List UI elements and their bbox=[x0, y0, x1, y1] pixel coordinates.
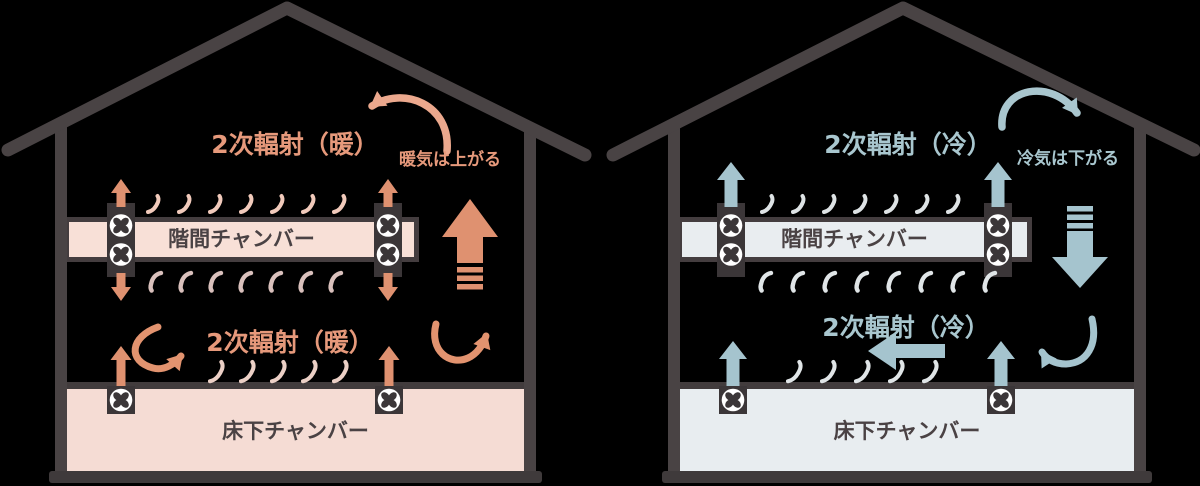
up-arrow-icon bbox=[378, 179, 398, 207]
striped-down-arrow-icon bbox=[1052, 206, 1108, 288]
cool-interfloor-chamber-label: 階間チャンバー bbox=[781, 227, 928, 251]
airflow-curl-row bbox=[146, 194, 347, 214]
fan-icon bbox=[987, 386, 1015, 414]
curved-arrow-icon bbox=[998, 87, 1086, 131]
airflow-curl-row bbox=[151, 273, 341, 291]
cool-underfloor-chamber-label: 床下チャンバー bbox=[833, 419, 981, 443]
cool-house bbox=[606, 1, 1200, 483]
warm-air-note: 暖気は上がる bbox=[399, 150, 501, 170]
cool-mid-radiation-label: 2次輻射（冷） bbox=[822, 313, 990, 342]
cool-upper-radiation-label: 2次輻射（冷） bbox=[824, 130, 992, 159]
warm-upper-radiation-label: 2次輻射（暖） bbox=[211, 130, 379, 159]
curved-arrow-icon bbox=[364, 91, 451, 155]
roof bbox=[606, 1, 1200, 162]
up-arrow-icon bbox=[719, 341, 747, 386]
airflow-curl-row bbox=[760, 194, 961, 214]
warm-underfloor-chamber-label: 床下チャンバー bbox=[222, 419, 369, 443]
underfloor-chamber-area bbox=[680, 389, 1134, 472]
down-arrow-icon bbox=[111, 273, 131, 301]
underfloor-chamber-area bbox=[67, 389, 524, 472]
airflow-curl-row bbox=[210, 362, 347, 381]
down-arrow-icon bbox=[378, 273, 398, 301]
striped-up-arrow-icon bbox=[442, 199, 498, 290]
up-arrow-icon bbox=[987, 341, 1015, 386]
fan-icon bbox=[375, 386, 403, 414]
cool-air-note: 冷気は下がる bbox=[1017, 149, 1119, 169]
fan-icon bbox=[719, 386, 747, 414]
up-arrow-icon bbox=[111, 179, 131, 207]
fan-icon bbox=[107, 386, 135, 414]
warm-mid-radiation-label: 2次輻射（暖） bbox=[206, 328, 374, 357]
warm-house bbox=[1, 1, 592, 483]
base-slab bbox=[662, 471, 1152, 483]
curved-arrow-icon bbox=[131, 323, 190, 373]
airflow-curl-row bbox=[788, 362, 937, 381]
warm-interfloor-chamber-label: 階間チャンバー bbox=[168, 227, 315, 251]
up-arrow-icon bbox=[717, 162, 745, 207]
curved-arrow-icon bbox=[431, 320, 496, 364]
roof bbox=[1, 1, 592, 162]
airflow-curl-row bbox=[761, 273, 995, 291]
up-arrow-icon bbox=[110, 346, 132, 386]
curved-arrow-icon bbox=[1033, 315, 1098, 369]
base-slab bbox=[49, 471, 542, 483]
left-arrow-icon bbox=[868, 332, 945, 370]
